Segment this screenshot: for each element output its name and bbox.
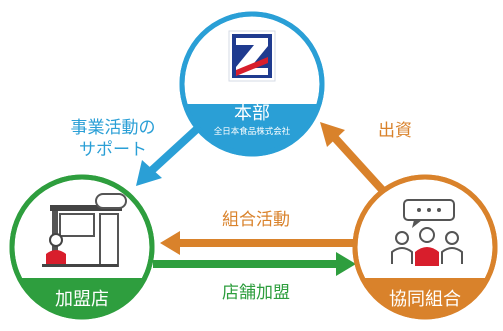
storefront-icon [42, 193, 127, 267]
cooperative-title: 協同組合 [389, 289, 461, 310]
arrow-business-support [136, 125, 201, 186]
meeting-group-icon [391, 199, 463, 266]
investment-label: 出資 [378, 121, 412, 141]
business-support-label-line1: 事業活動の [70, 118, 156, 138]
business-support-label-line2: サポート [79, 140, 147, 160]
member-store-title: 加盟店 [55, 289, 109, 310]
store-membership-label: 店舗加盟 [222, 283, 290, 303]
arrow-coop-activities [160, 231, 357, 255]
arrow-investment [320, 122, 388, 196]
company-logo-icon [228, 30, 276, 82]
headquarters-title: 本部 [234, 103, 270, 124]
node-headquarters [179, 11, 325, 157]
headquarters-company-name: 全日本食品株式会社 [213, 127, 291, 137]
arrow-store-membership [153, 252, 356, 276]
coop-activities-label: 組合活動 [222, 210, 290, 230]
